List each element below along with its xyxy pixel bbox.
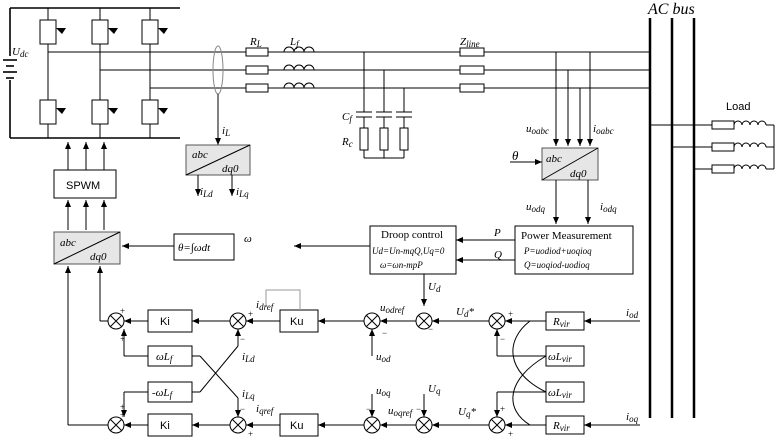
ilq-out-label: iLq <box>236 186 249 199</box>
load-label: Load <box>726 101 750 113</box>
pm-line2: Q=uoqiod-uodioq <box>524 260 590 270</box>
svg-text:−: − <box>428 324 433 334</box>
abc-dq0-transform-output <box>510 147 599 224</box>
svg-text:+: + <box>120 410 125 420</box>
svg-text:+: + <box>500 404 505 414</box>
svg-text:−: − <box>240 404 245 414</box>
theta-input-label: θ <box>512 148 519 163</box>
uoabc-label: uoabc <box>526 123 549 136</box>
wlvir-d-label: ωLvir <box>548 351 572 364</box>
droop-control-block <box>294 225 515 306</box>
svg-text:−: − <box>416 404 421 414</box>
ild-label: iLd <box>242 351 255 364</box>
uoqref-label: uoqref <box>388 405 414 418</box>
svg-text:+: + <box>508 429 513 439</box>
leg-c <box>141 8 168 138</box>
power-measurement-block <box>514 225 634 275</box>
droop-line2: ω=ωn-mpP <box>380 260 423 270</box>
abc-label-2: abc <box>60 237 76 249</box>
svg-text:+: + <box>248 429 253 439</box>
svg-text:−: − <box>382 328 387 338</box>
rvir-d-label: Rvir <box>552 316 570 329</box>
abc-label-1: abc <box>546 153 562 165</box>
uodref-label: uodref <box>380 302 406 315</box>
inverter-bridge <box>3 7 180 170</box>
uodq-label: uodq <box>526 201 546 214</box>
omega-label: ω <box>244 233 252 245</box>
zline-label: Zline <box>460 36 480 49</box>
ki-q-label: Ki <box>160 420 170 432</box>
ki-d-label: Ki <box>160 316 170 328</box>
lf-label: Lf <box>289 36 300 49</box>
filter-capacitors <box>356 52 412 159</box>
ioq-label: ioq <box>626 411 639 424</box>
ac-bus <box>648 18 696 418</box>
p-label: P <box>493 227 501 239</box>
q-axis-loop <box>65 266 640 437</box>
droop-line1: Ud=Un-mqQ,Uq=0 <box>372 246 445 256</box>
ild-out-label: iLd <box>200 186 213 199</box>
svg-text:+: + <box>120 334 125 344</box>
svg-text:−: − <box>500 334 505 344</box>
pm-line1: P=uodiod+uoqioq <box>523 246 592 256</box>
wlvir-q-label: ωLvir <box>548 387 572 400</box>
iqref-label: iqref <box>256 403 275 416</box>
load <box>650 120 775 174</box>
dq0-abc-transform-input <box>53 231 121 265</box>
uq-star-label: Uq* <box>458 406 476 419</box>
rvir-q-label: Rvir <box>552 420 570 433</box>
phase-lines <box>48 45 650 145</box>
nwlf-label: -ωLf <box>152 387 174 400</box>
theta-int-label: θ=∫ωdt <box>178 242 211 254</box>
droop-title: Droop control <box>381 229 443 241</box>
iod-label: iod <box>626 307 639 320</box>
uoq-label: uoq <box>376 385 391 398</box>
ud-star-label: Ud* <box>456 306 474 319</box>
svg-text:+: + <box>120 402 125 412</box>
theta-integrator-block <box>122 233 235 261</box>
wlf-label: ωLf <box>156 351 174 364</box>
q-label: Q <box>494 249 502 261</box>
spwm-label: SPWM <box>66 180 100 192</box>
idref-label: idref <box>256 299 275 312</box>
rl-label: RL <box>249 36 262 49</box>
dq0-label-3: dq0 <box>222 163 239 175</box>
cf-label: Cf <box>342 111 353 124</box>
ku-d-label: Ku <box>290 316 303 328</box>
svg-text:−: − <box>240 334 245 344</box>
uod-label: uod <box>376 351 391 364</box>
leg-a <box>39 8 66 138</box>
leg-b <box>91 8 118 138</box>
dq0-label-1: dq0 <box>570 168 587 180</box>
svg-text:+: + <box>248 309 253 319</box>
udc-label: Udc <box>12 46 28 59</box>
sum-signs: + + + − − − + − + + + − − − + + <box>120 306 513 439</box>
iodq-label: iodq <box>600 201 617 214</box>
abc-dq0-transform-current <box>185 144 251 196</box>
svg-text:+: + <box>120 306 125 316</box>
ioabc-label: ioabc <box>593 123 614 136</box>
ku-q-label: Ku <box>290 420 303 432</box>
pm-title: Power Measurement <box>521 230 612 242</box>
ud-label: Ud <box>428 281 441 294</box>
spwm-block <box>53 169 117 230</box>
uq-label: Uq <box>428 383 441 396</box>
ilq-label: iLq <box>242 388 255 401</box>
svg-text:−: − <box>366 404 371 414</box>
abc-label-3: abc <box>192 149 208 161</box>
il-label: iL <box>222 125 230 138</box>
ac-bus-label: AC bus <box>647 1 695 18</box>
measurement-taps <box>553 52 593 146</box>
d-axis-loop <box>97 266 640 367</box>
svg-text:+: + <box>508 309 513 319</box>
rc-label: Rc <box>341 136 353 149</box>
dq0-label-2: dq0 <box>90 251 107 263</box>
